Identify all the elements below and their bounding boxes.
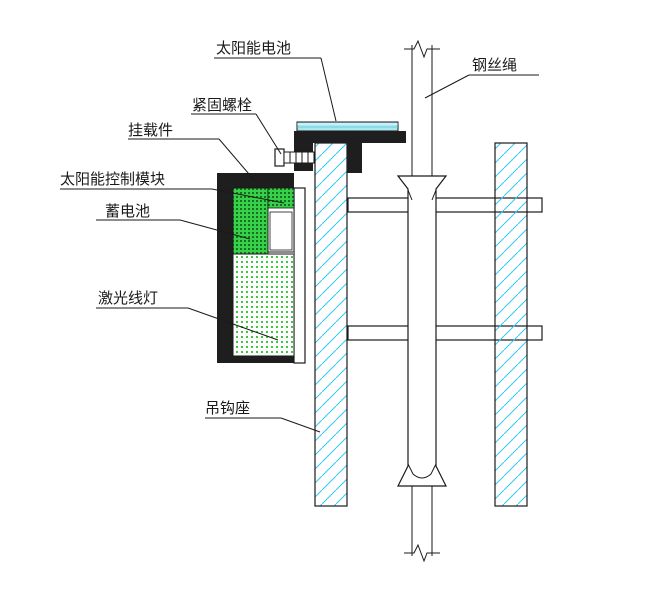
label-wire-rope: 钢丝绳: [472, 56, 517, 74]
hook-base-plate-left: [314, 142, 348, 507]
label-solar-panel: 太阳能电池: [216, 39, 291, 57]
pulley-sheave: [396, 175, 448, 487]
hook-base-plate-right: [494, 142, 528, 507]
solar-panel: [296, 121, 399, 132]
leader-lines: [60, 57, 539, 433]
label-mounting-part: 挂载件: [128, 121, 173, 139]
shaft-upper: [347, 197, 543, 213]
label-hook-base: 吊钩座: [205, 399, 250, 417]
label-fastening-bolt: 紧固螺栓: [192, 96, 252, 114]
fastening-bolt: [274, 148, 315, 167]
label-solar-controller: 太阳能控制模块: [60, 170, 165, 188]
shaft-lower: [347, 325, 543, 341]
solar-controller-module: [232, 187, 295, 255]
battery: [232, 253, 295, 357]
label-laser-line-light: 激光线灯: [98, 289, 158, 307]
label-battery: 蓄电池: [105, 202, 150, 220]
